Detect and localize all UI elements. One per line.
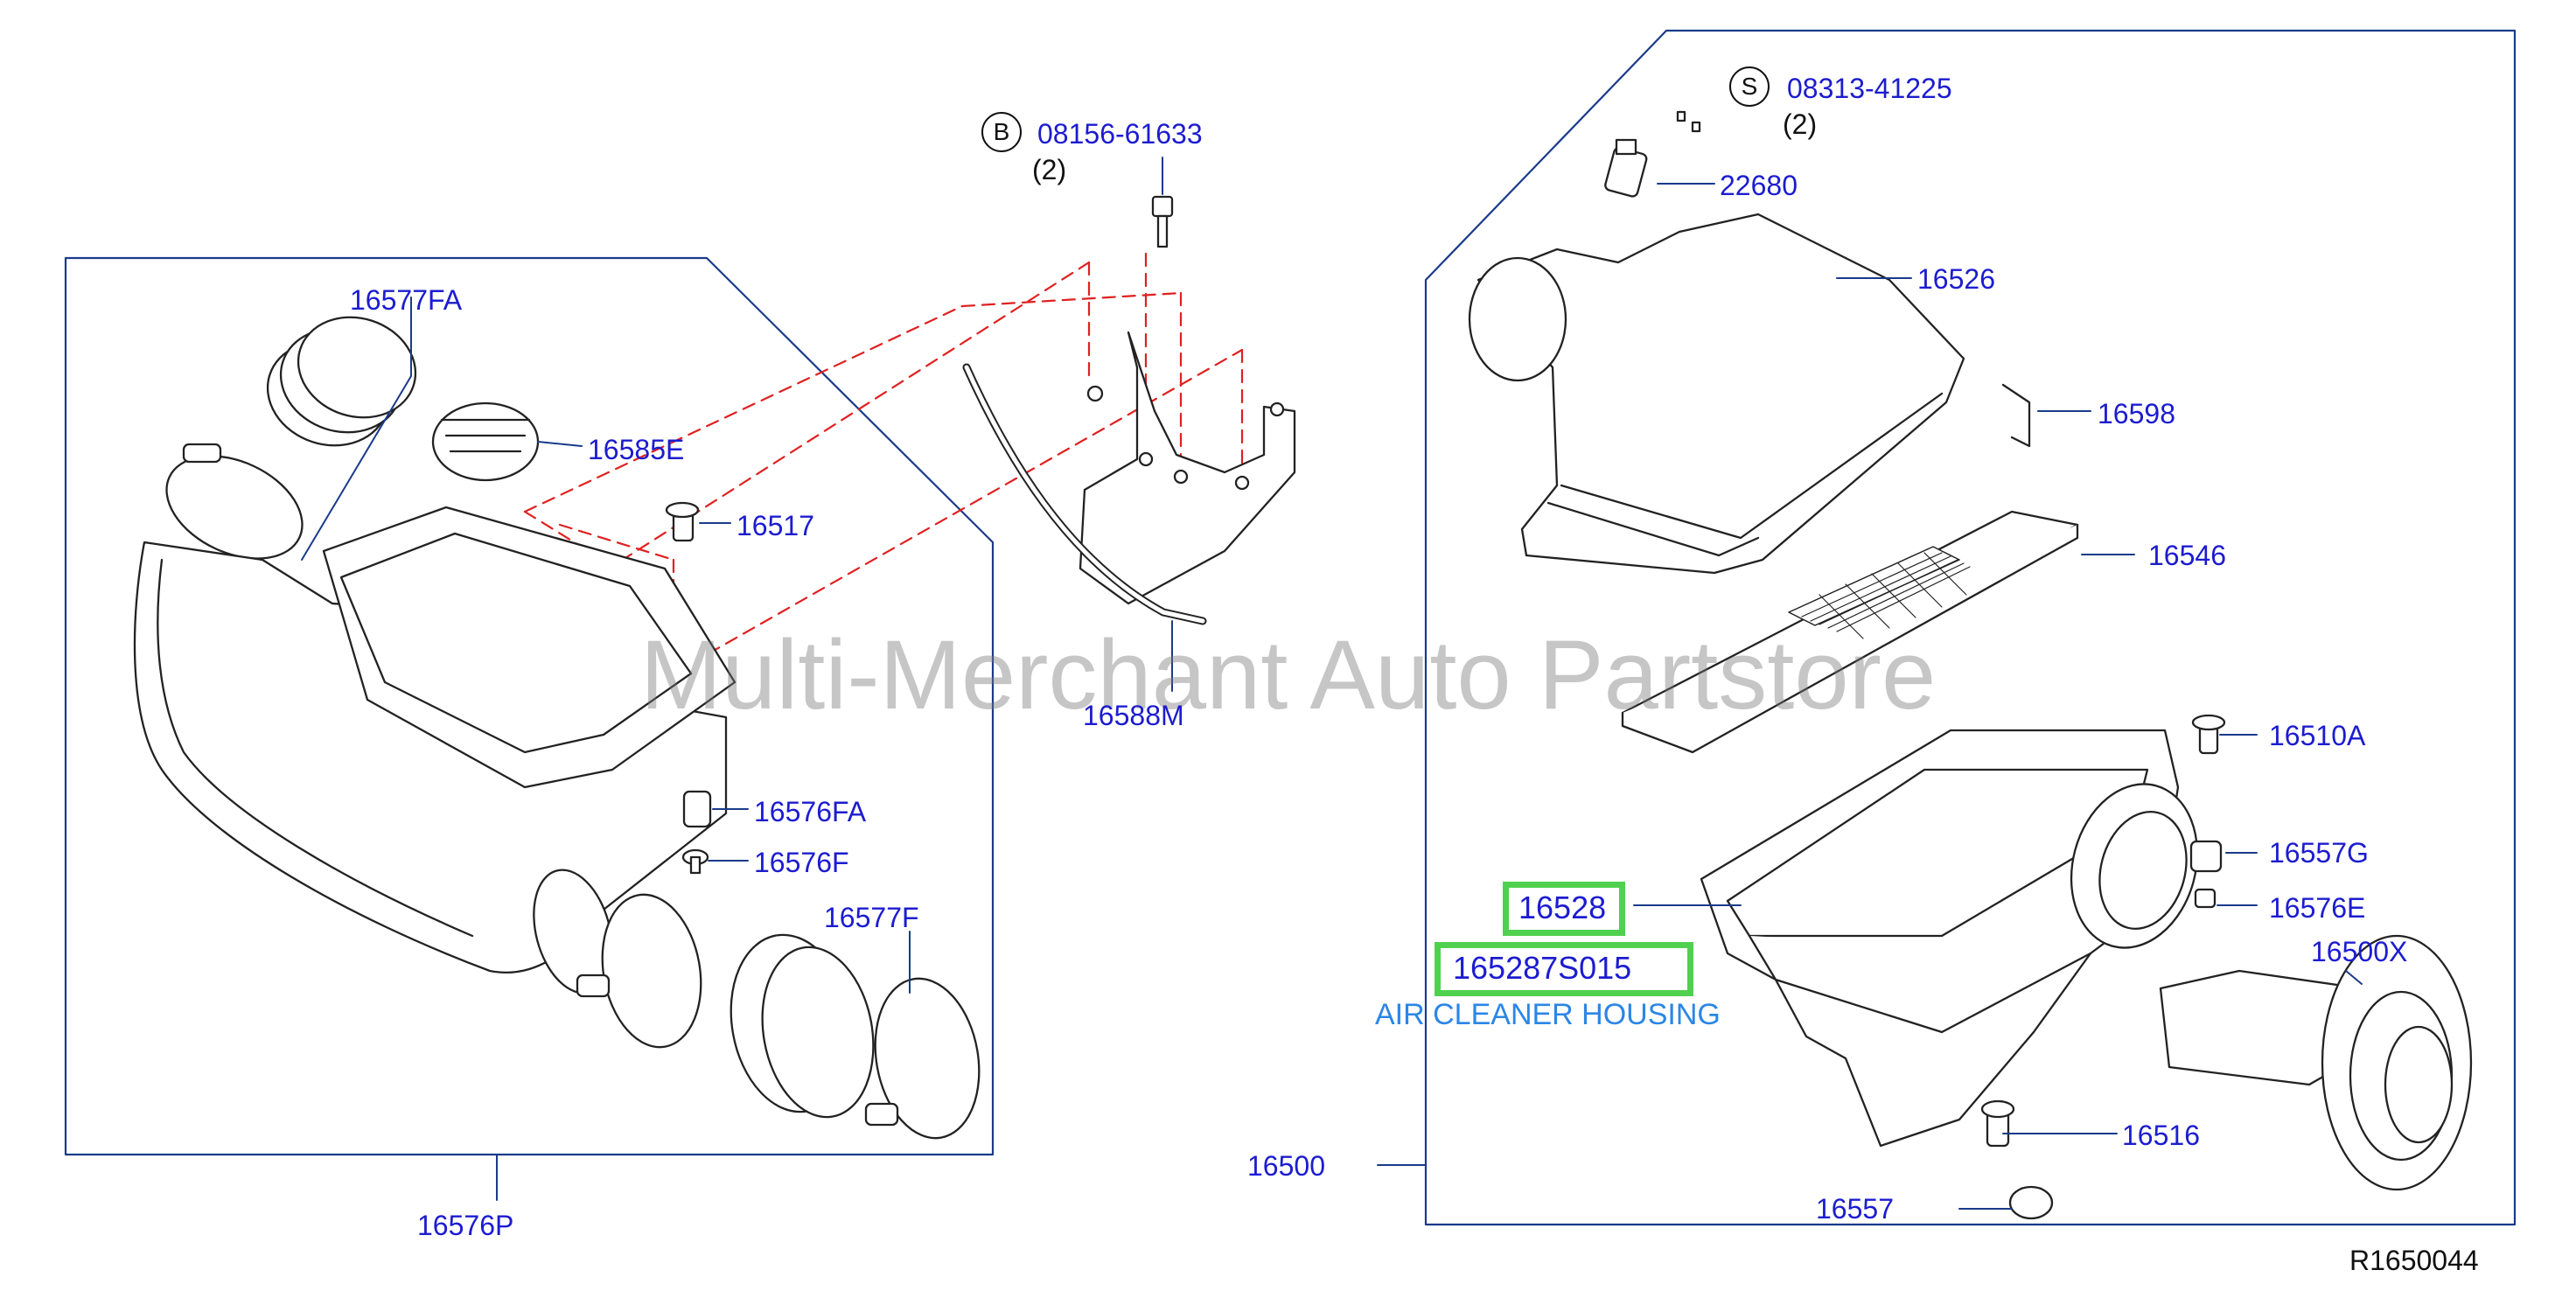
part-16576P[interactable]: 16576P (417, 1210, 514, 1241)
part-16576E[interactable]: 16576E (2269, 892, 2366, 924)
right-group-parts (1468, 110, 2473, 1220)
part-16588M[interactable]: 16588M (1083, 700, 1184, 731)
part-16576F[interactable]: 16576F (754, 847, 849, 878)
part-16598[interactable]: 16598 (2098, 398, 2175, 429)
part-08313-41225[interactable]: 08313-41225 (1787, 73, 1952, 104)
part-16500X[interactable]: 16500X (2311, 936, 2408, 967)
part-16510A[interactable]: 16510A (2269, 720, 2366, 751)
oem-number-highlighted[interactable]: 165287S015 (1453, 950, 1632, 986)
left-leaders (301, 297, 911, 994)
part-16577FA[interactable]: 16577FA (350, 284, 463, 316)
part-16585E[interactable]: 16585E (588, 434, 685, 465)
part-16577F[interactable]: 16577F (824, 902, 919, 933)
part-16528-highlighted[interactable]: 16528 (1518, 890, 1607, 925)
qty-b: (2) (1032, 154, 1067, 185)
part-description: AIR CLEANER HOUSING (1375, 998, 1721, 1031)
callout-s-circle: S (1729, 66, 1770, 107)
part-16526[interactable]: 16526 (1917, 263, 1995, 295)
drawing-number: R1650044 (2349, 1245, 2479, 1276)
highlight-16528-box (1503, 882, 1625, 936)
part-08156-61633[interactable]: 08156-61633 (1037, 118, 1203, 150)
part-22680[interactable]: 22680 (1720, 170, 1798, 201)
part-16516[interactable]: 16516 (2122, 1120, 2200, 1151)
left-group-parts (133, 316, 981, 1140)
part-16546[interactable]: 16546 (2148, 540, 2226, 571)
right-leaders (1633, 183, 2363, 1210)
qty-s: (2) (1783, 108, 1818, 140)
callout-b-circle: B (981, 112, 1022, 152)
highlight-oem-box (1435, 942, 1693, 996)
part-16557G[interactable]: 16557G (2269, 837, 2369, 869)
right-group-frame (1424, 29, 2517, 1226)
part-16500[interactable]: 16500 (1247, 1150, 1325, 1182)
watermark: Multi-Merchant Auto Partstore (639, 620, 1937, 729)
part-16557[interactable]: 16557 (1816, 1193, 1894, 1225)
part-16576FA[interactable]: 16576FA (754, 796, 867, 827)
part-16517[interactable]: 16517 (736, 510, 814, 541)
left-group-frame (64, 256, 995, 1156)
bracket-16588M (962, 195, 1296, 625)
